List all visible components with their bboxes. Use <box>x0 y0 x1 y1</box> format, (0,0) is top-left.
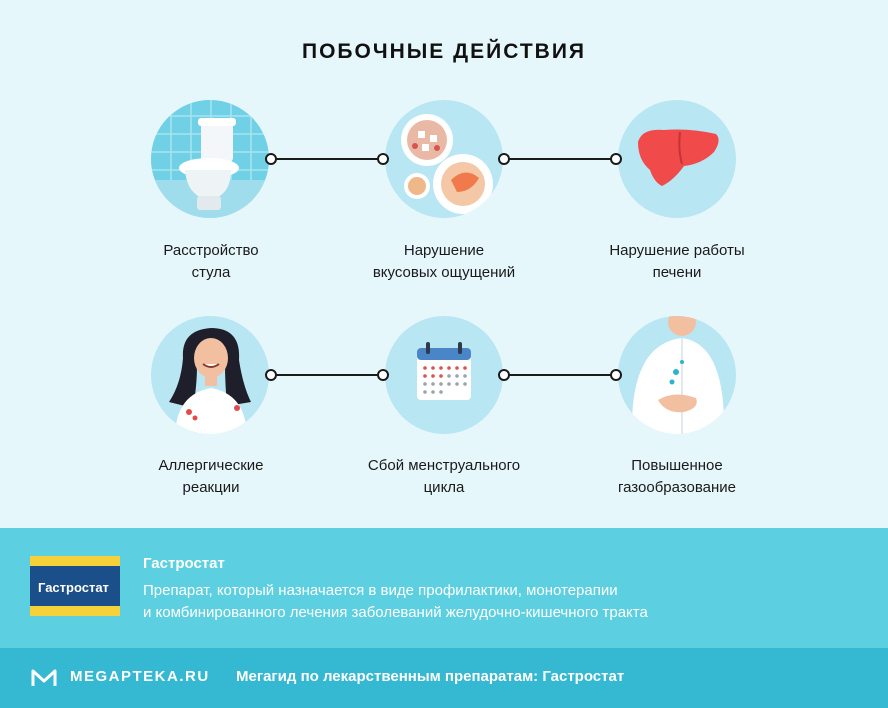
connector-dot <box>610 153 622 165</box>
food-icon <box>385 100 503 218</box>
connector-dot <box>265 369 277 381</box>
toilet-icon <box>151 100 269 218</box>
connector-line <box>271 374 383 376</box>
brand-logo-icon[interactable] <box>30 666 58 690</box>
connector-dot <box>498 369 510 381</box>
connector-line <box>505 158 616 160</box>
footer-text: Мегагид по лекарственным препаратам: Гас… <box>236 668 625 685</box>
connector-dot <box>265 153 277 165</box>
liver-icon <box>618 100 736 218</box>
connector-line <box>505 374 616 376</box>
connector-line <box>271 158 383 160</box>
drug-description: Препарат, который назначается в виде про… <box>143 582 648 621</box>
brand-name[interactable]: MEGAPTEKA.RU <box>70 668 210 685</box>
package-label: Гастростат <box>38 580 109 595</box>
connector-dot <box>498 153 510 165</box>
drug-info-band <box>0 528 888 648</box>
connector-dot <box>610 369 622 381</box>
bloating-man-icon <box>618 316 736 434</box>
connector-dot <box>377 153 389 165</box>
page-title: ПОБОЧНЫЕ ДЕЙСТВИЯ <box>301 40 587 63</box>
allergy-woman-icon <box>151 316 269 434</box>
drug-name: Гастростат <box>143 555 225 572</box>
drug-package-image: Гастростат <box>28 550 124 620</box>
footer <box>0 648 888 708</box>
calendar-icon <box>385 316 503 434</box>
connector-dot <box>377 369 389 381</box>
